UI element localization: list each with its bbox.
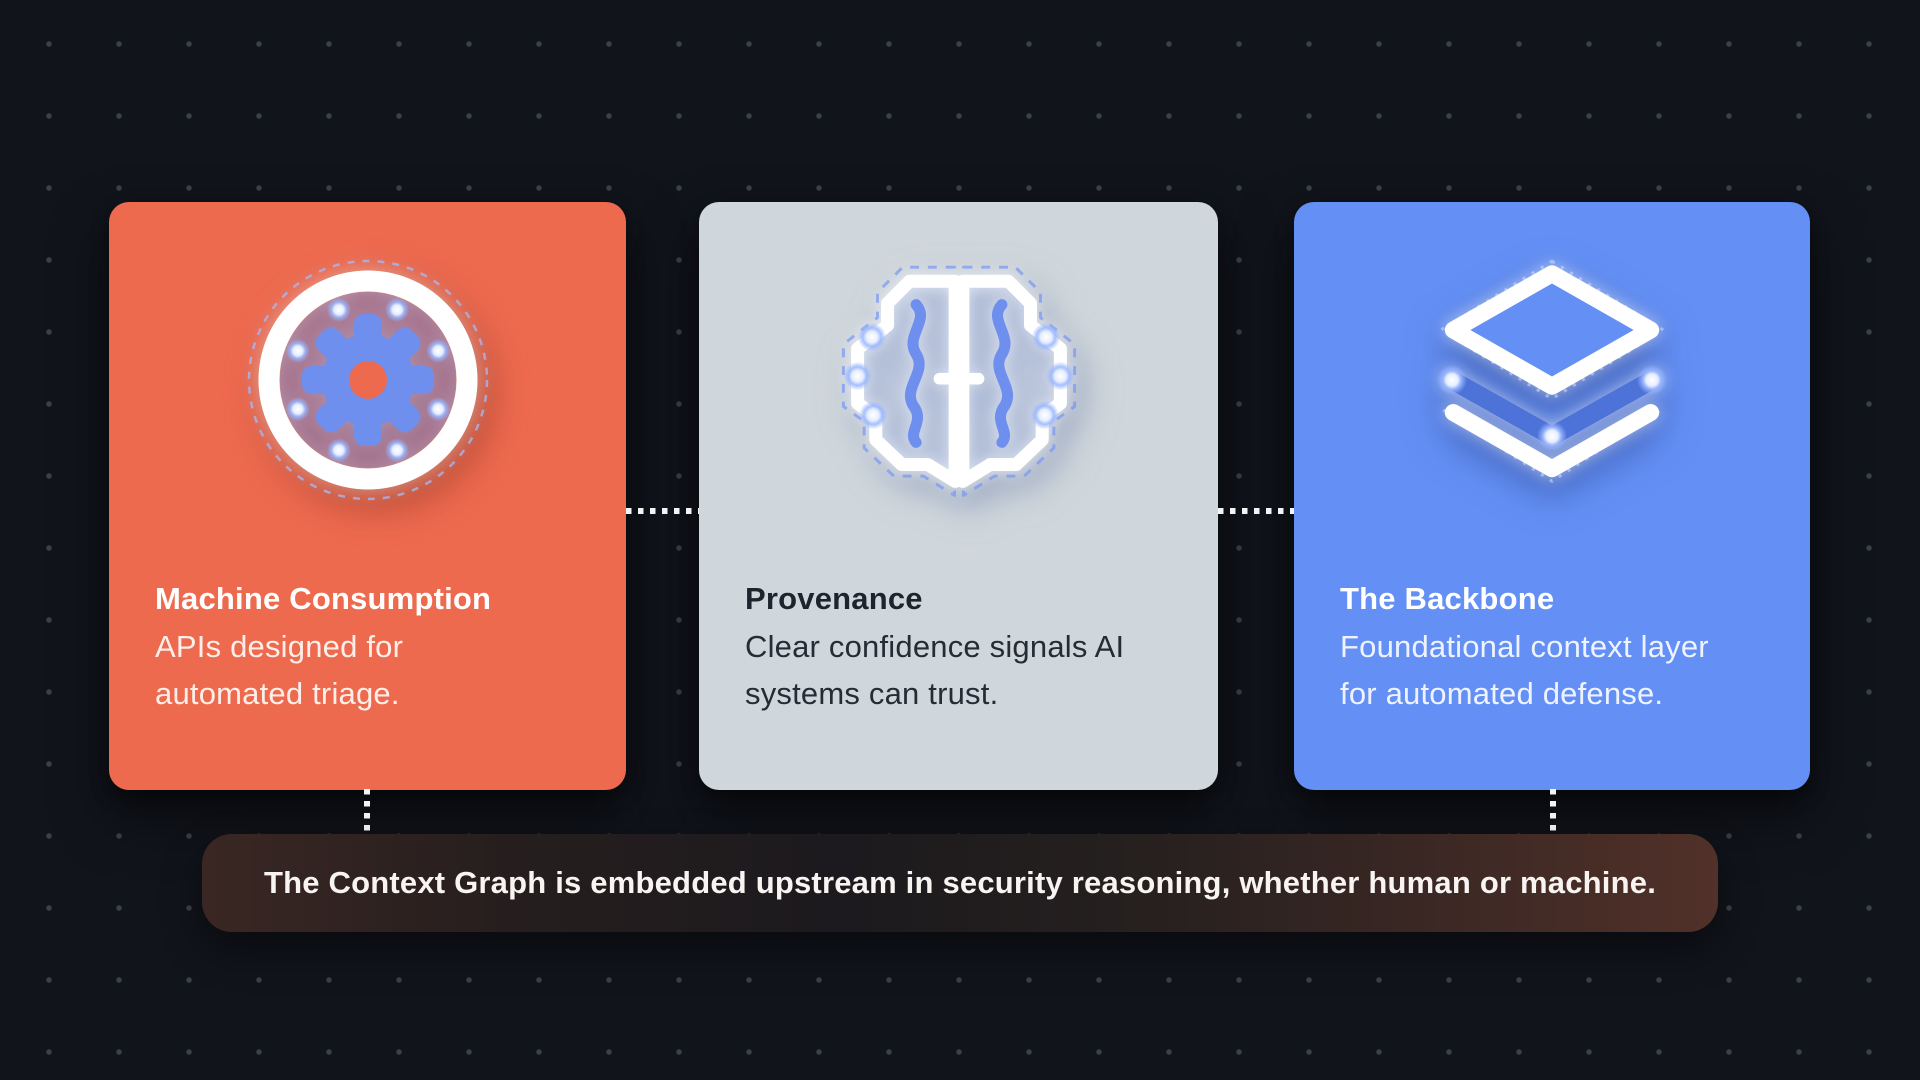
card-title: The Backbone (1340, 581, 1555, 616)
gear-icon (238, 250, 498, 515)
card-body: Foundational context layer for automated… (1340, 629, 1709, 711)
dotted-connector-card2-card3 (1218, 508, 1294, 514)
card-text-block: Provenance Clear confidence signals AI s… (745, 576, 1184, 717)
card-the-backbone: The Backbone Foundational context layer … (1294, 202, 1810, 790)
brain-circuit-icon (829, 250, 1089, 515)
dotted-connector-card1-banner (364, 789, 370, 835)
context-graph-banner: The Context Graph is embedded upstream i… (202, 834, 1718, 932)
card-text-block: Machine Consumption APIs designed for au… (155, 576, 592, 717)
banner-text: The Context Graph is embedded upstream i… (263, 865, 1657, 900)
card-title: Provenance (745, 581, 923, 616)
dotted-connector-card3-banner (1550, 789, 1556, 835)
card-provenance: Provenance Clear confidence signals AI s… (699, 202, 1218, 790)
card-title: Machine Consumption (155, 581, 492, 616)
layers-icon (1427, 255, 1677, 510)
card-text-block: The Backbone Foundational context layer … (1340, 576, 1776, 717)
card-body: APIs designed for automated triage. (155, 629, 404, 711)
dotted-connector-card1-card2 (626, 508, 699, 514)
card-body: Clear confidence signals AI systems can … (745, 629, 1125, 711)
card-machine-consumption: Machine Consumption APIs designed for au… (109, 202, 626, 790)
